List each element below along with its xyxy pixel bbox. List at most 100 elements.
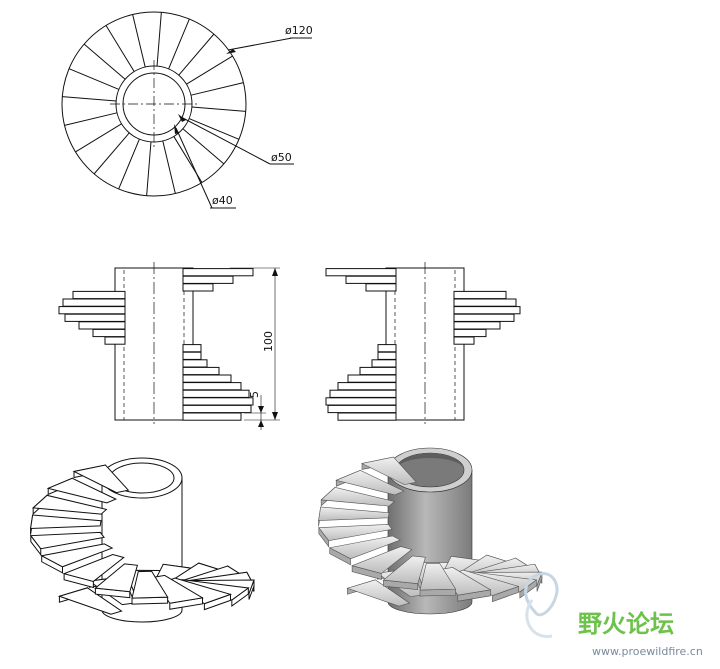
- step-tread: [151, 574, 204, 604]
- step-slab: [359, 366, 397, 376]
- front-view: [58, 262, 280, 430]
- step-tread: [131, 570, 169, 599]
- step-slab: [453, 336, 475, 345]
- front-steps: [58, 268, 254, 421]
- step-tread: [361, 456, 417, 485]
- step-edge-line: [68, 68, 120, 90]
- iso-steps: [29, 464, 255, 615]
- step-slab: [453, 328, 487, 338]
- dim-bore-diameter: ø40: [212, 194, 233, 207]
- step-tread: [318, 524, 393, 542]
- arrow-outer: [226, 49, 236, 54]
- step-slab: [377, 344, 397, 353]
- step-slab: [453, 290, 507, 300]
- step-slab: [377, 351, 397, 360]
- step-edge-line: [186, 55, 233, 85]
- leader-inner: [180, 116, 271, 165]
- arrow-bore: [174, 124, 179, 134]
- step-edge-line: [178, 33, 215, 76]
- step-edge-line: [182, 128, 225, 165]
- step-edge-line: [64, 112, 118, 126]
- step-edge-line: [162, 140, 176, 194]
- step-slab: [182, 344, 202, 353]
- side-steps: [325, 268, 521, 421]
- step-tread: [320, 487, 396, 507]
- watermark-logo: [524, 572, 559, 617]
- step-radial-lines: [62, 12, 246, 196]
- step-tread: [94, 563, 139, 593]
- step-slab: [182, 283, 214, 292]
- step-slab: [182, 359, 208, 368]
- watermark-url: www.proewildfire.cn: [592, 645, 703, 658]
- step-slab: [337, 412, 397, 421]
- step-edge-line: [190, 82, 244, 96]
- step-slab: [182, 268, 254, 277]
- side-view: [325, 262, 521, 424]
- step-slab: [182, 351, 202, 360]
- isometric-line-view: [29, 457, 255, 623]
- dim-step-height: 5: [248, 391, 261, 398]
- step-slab: [329, 389, 397, 398]
- step-tread: [346, 579, 411, 607]
- step-tread: [40, 543, 114, 568]
- step-slab: [453, 313, 515, 322]
- step-tread: [29, 514, 102, 530]
- step-tread: [62, 554, 125, 582]
- outer-circle: [61, 11, 247, 197]
- step-slab: [453, 298, 517, 307]
- step-edge-line: [105, 25, 135, 72]
- step-slab: [453, 306, 521, 315]
- step-tread: [57, 587, 123, 615]
- step-slab: [182, 382, 242, 391]
- step-slab: [453, 321, 501, 330]
- step-tread: [328, 535, 401, 560]
- step-slab: [365, 283, 397, 292]
- step-slab: [92, 328, 126, 338]
- step-edge-line: [75, 123, 122, 153]
- step-slab: [72, 290, 126, 300]
- watermark-name: 野火论坛: [578, 610, 674, 638]
- dim-outer-diameter: ø120: [285, 24, 313, 37]
- step-slab: [64, 313, 126, 322]
- step-edge-line: [62, 96, 117, 102]
- step-slab: [327, 404, 397, 414]
- step-slab: [78, 321, 126, 330]
- step-slab: [182, 374, 232, 383]
- dim-inner-diameter: ø50: [271, 151, 292, 164]
- leader-outer: [227, 37, 293, 51]
- step-tread: [382, 555, 426, 585]
- step-slab: [104, 336, 126, 345]
- step-edge-line: [168, 18, 190, 70]
- top-view: [61, 11, 312, 209]
- step-slab: [325, 397, 397, 406]
- step-tread: [46, 477, 118, 504]
- step-slab: [182, 275, 234, 284]
- step-edge-line: [156, 12, 162, 67]
- step-slab: [182, 397, 254, 406]
- shaded-3d-view: [318, 447, 543, 615]
- dim-height: 100: [262, 331, 275, 352]
- step-slab: [182, 389, 250, 398]
- step-edge-line: [93, 132, 130, 175]
- leader-bore: [175, 127, 213, 209]
- step-edge-line: [118, 138, 140, 190]
- step-slab: [58, 306, 126, 315]
- step-tread: [419, 562, 457, 591]
- step-edge-line: [132, 14, 146, 68]
- step-edge-line: [83, 43, 126, 80]
- step-slab: [182, 412, 242, 421]
- step-tread: [31, 494, 108, 515]
- step-edge-line: [146, 141, 152, 196]
- arrow-inner: [178, 114, 186, 122]
- step-slab: [345, 275, 397, 284]
- step-tread: [439, 567, 492, 596]
- step-slab: [371, 359, 397, 368]
- step-tread: [29, 531, 105, 550]
- step-tread: [72, 464, 130, 494]
- step-tread: [351, 546, 413, 574]
- step-slab: [337, 382, 397, 391]
- step-slab: [347, 374, 397, 383]
- watermark: 野火论坛 www.proewildfire.cn: [524, 572, 703, 658]
- step-slab: [182, 404, 252, 414]
